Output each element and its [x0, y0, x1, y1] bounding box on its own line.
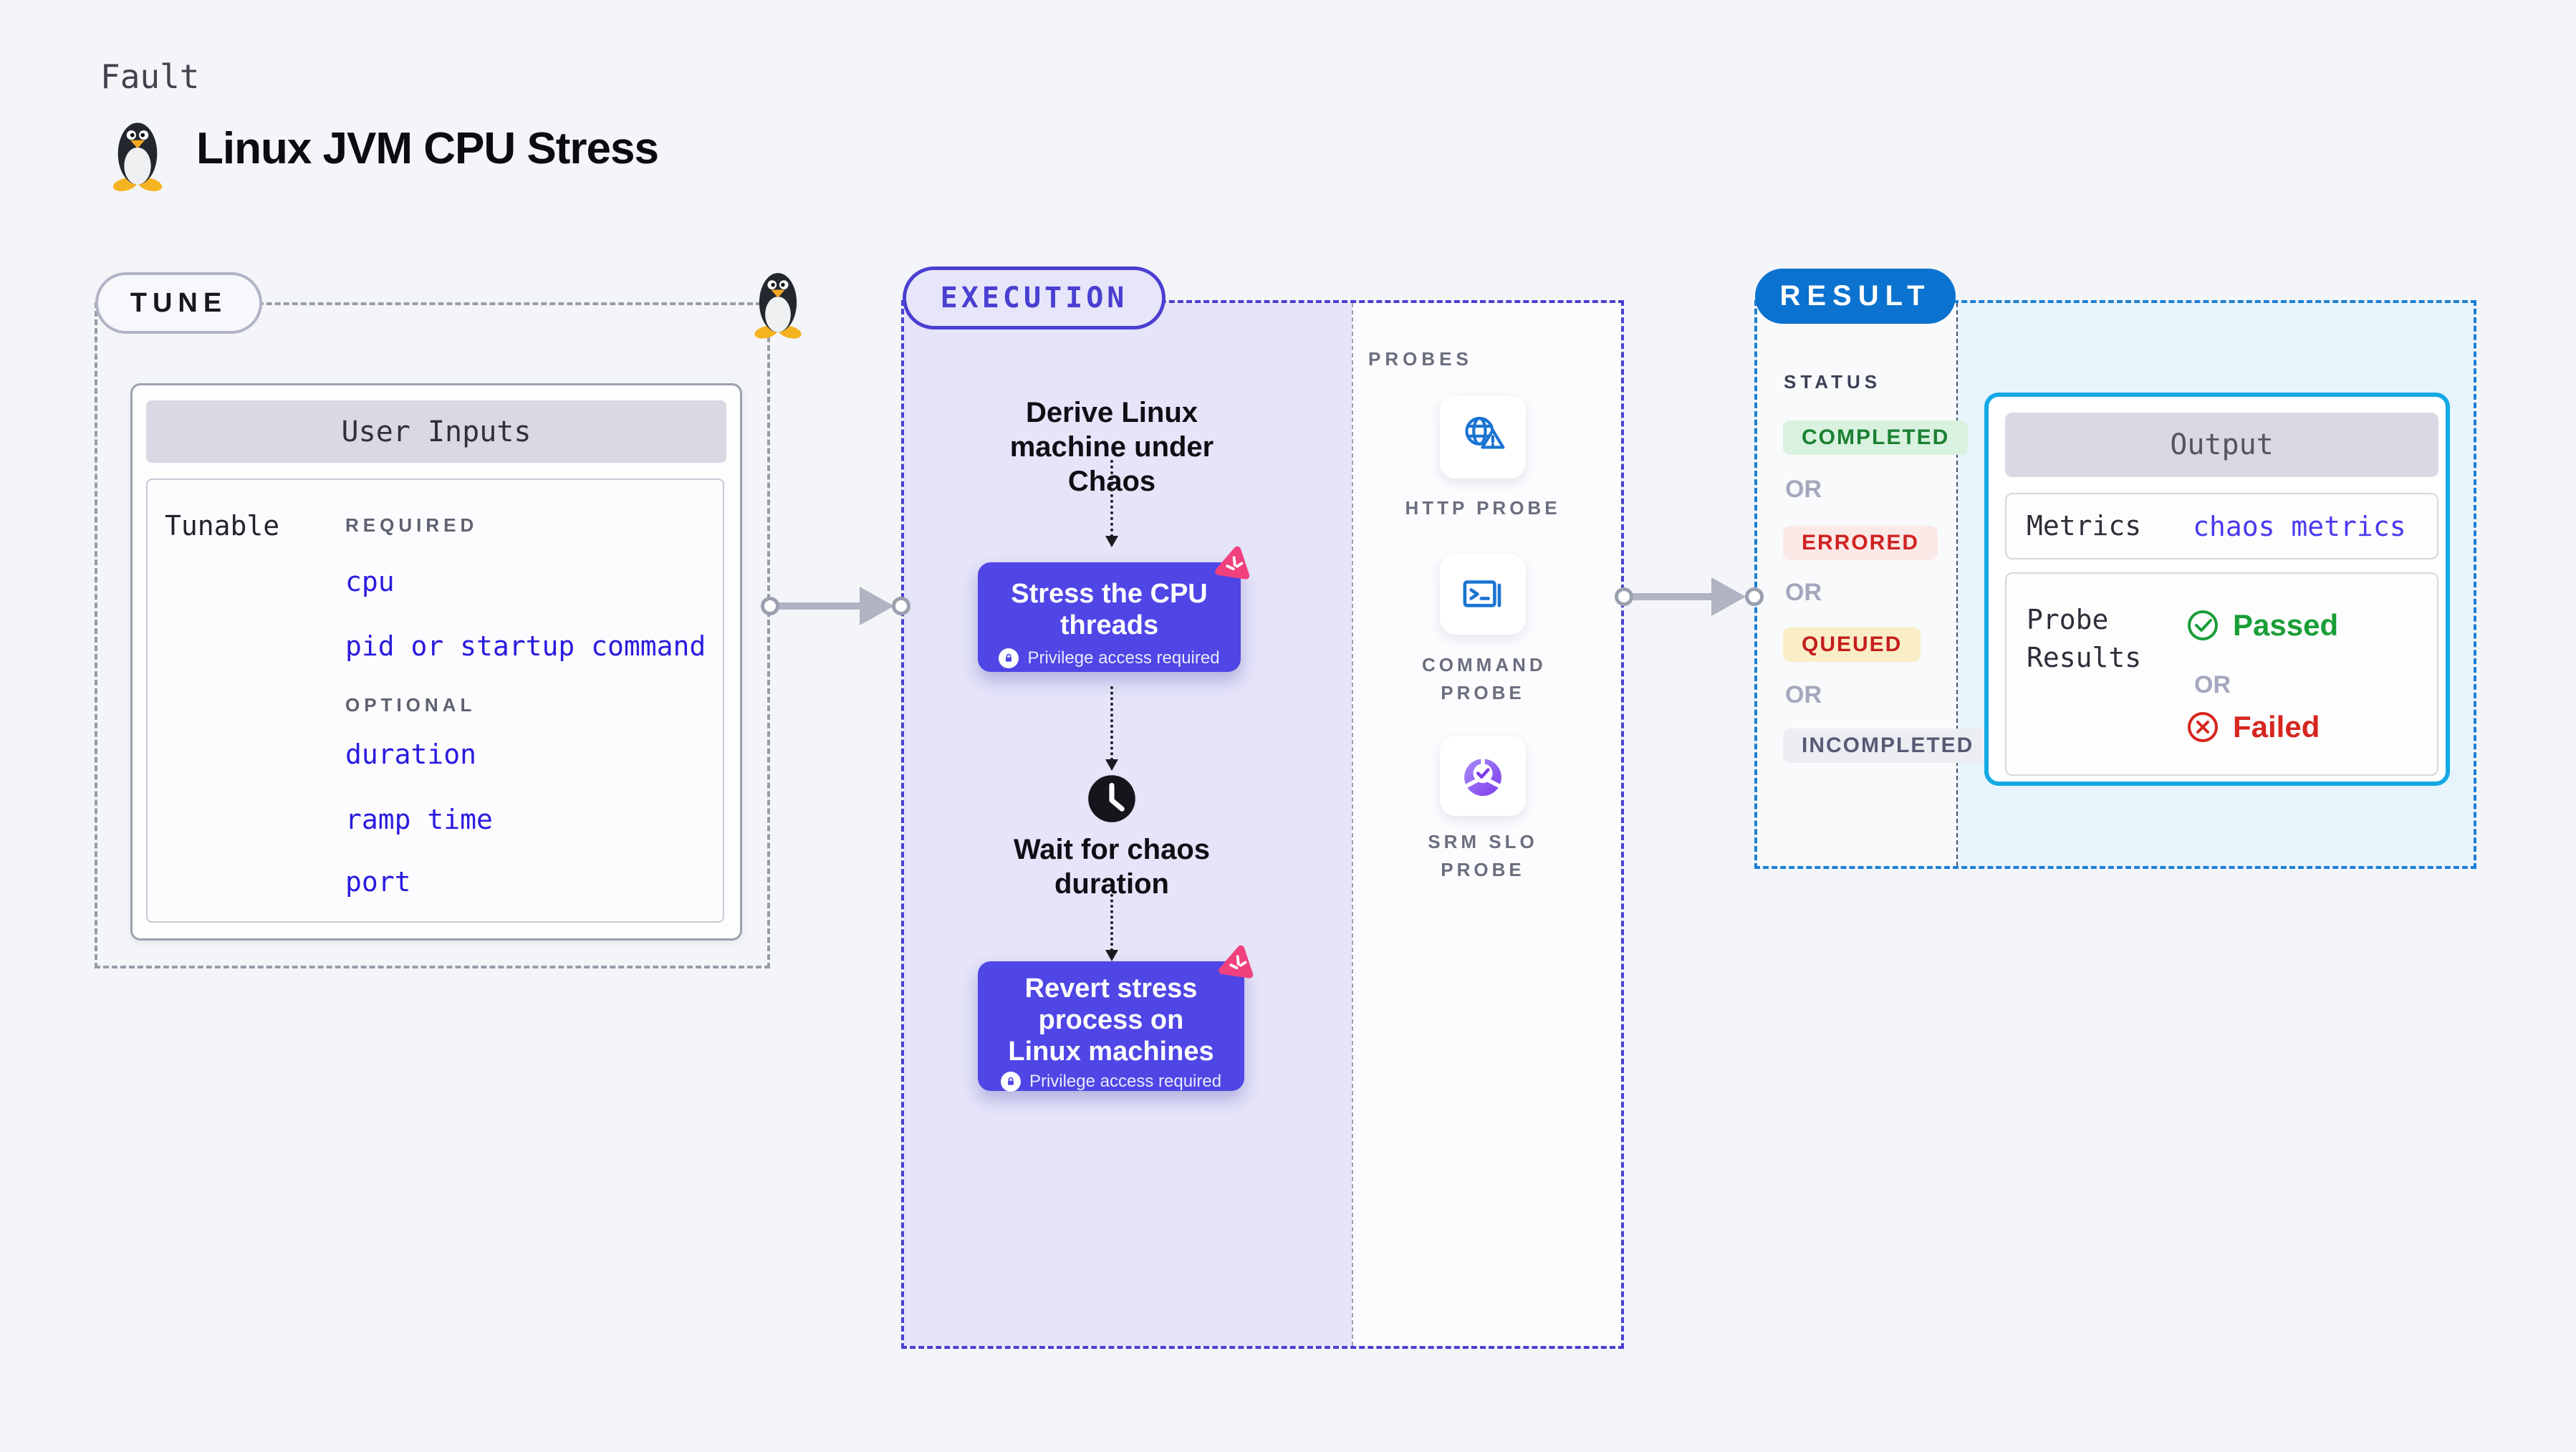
user-inputs-title: User Inputs [341, 415, 532, 448]
passed-text: Passed [2233, 608, 2339, 642]
stress-step-title: Stress the CPU threads [1011, 579, 1208, 641]
status-panel [1757, 303, 1956, 866]
or-separator: OR [1785, 476, 1822, 503]
clock-icon [1087, 774, 1137, 824]
arrow-right-icon [860, 587, 894, 625]
http-probe-label: HTTP PROBE [1405, 497, 1561, 519]
execution-section-pill: EXECUTION [903, 266, 1166, 330]
tunable-row-label: Tunable [165, 510, 280, 542]
metrics-value-link[interactable]: chaos metrics [2193, 510, 2406, 542]
tunable-item-ramp-time[interactable]: ramp time [345, 804, 493, 835]
execution-section-label: EXECUTION [940, 282, 1128, 314]
flow-arrow-down-icon [1105, 894, 1118, 961]
status-badge-errored: ERRORED [1783, 526, 1938, 560]
lock-icon [999, 648, 1019, 669]
probes-section-label: PROBES [1368, 348, 1473, 370]
probe-results-label: Probe Results [2027, 604, 2142, 674]
tunable-item-port[interactable]: port [345, 866, 411, 898]
command-probe-card[interactable] [1440, 554, 1526, 635]
lock-icon [1000, 1072, 1021, 1092]
tunable-item-duration[interactable]: duration [345, 739, 477, 770]
tune-section-label: TUNE [130, 287, 228, 318]
execution-flow-panel [904, 303, 1352, 1346]
linux-penguin-icon [105, 113, 170, 192]
command-probe-label: COMMAND PROBE [1422, 654, 1547, 703]
tunable-item-cpu[interactable]: cpu [345, 566, 395, 597]
output-title: Output [2170, 428, 2274, 461]
privilege-access-text: Privilege access required [1027, 648, 1220, 668]
privilege-access-text: Privilege access required [1029, 1072, 1222, 1092]
check-circle-icon [2188, 610, 2218, 640]
probe-result-passed: Passed [2186, 608, 2338, 643]
output-card: Output Metrics chaos metrics Probe Resul… [1984, 393, 2450, 786]
status-badge-queued: QUEUED [1783, 628, 1921, 662]
output-card-header: Output [2005, 413, 2438, 477]
connector-dot [892, 597, 910, 615]
stress-cpu-action-button[interactable]: Stress the CPU threads Privilege access … [978, 546, 1250, 672]
or-separator: OR [1785, 681, 1822, 708]
flow-arrow-down-icon [1105, 460, 1118, 547]
linux-penguin-corner-icon [746, 264, 809, 340]
connector-dot [1745, 587, 1764, 606]
probe-result-failed: Failed [2186, 710, 2320, 744]
revert-step-title: Revert stress process on Linux machines [1008, 973, 1214, 1067]
connector-dot [761, 597, 779, 615]
probe-results-row: Probe Results Passed OR Failed [2005, 572, 2438, 776]
flow-arrow-down-icon [1105, 686, 1118, 771]
metrics-label: Metrics [2027, 509, 2142, 542]
or-separator: OR [2194, 671, 2231, 698]
srm-slo-probe-card[interactable] [1440, 736, 1526, 816]
x-circle-icon [2188, 712, 2218, 742]
status-badge-incompleted: INCOMPLETED [1783, 729, 1993, 763]
tune-section-pill: TUNE [95, 272, 262, 334]
slo-donut-check-icon [1463, 757, 1503, 797]
srm-slo-probe-label: SRM SLO PROBE [1428, 831, 1538, 880]
required-group-label: REQUIRED [345, 514, 479, 536]
http-probe-card[interactable] [1440, 395, 1526, 479]
tune-section-box [95, 302, 770, 968]
status-badge-completed: COMPLETED [1783, 420, 1969, 455]
user-inputs-card: User Inputs Tunable REQUIRED cpu pid or … [130, 383, 742, 941]
wait-step-text: Wait for chaos duration [1013, 834, 1211, 900]
user-inputs-header: User Inputs [146, 400, 726, 463]
or-separator: OR [1785, 579, 1822, 606]
tunable-item-pid-or-startup-command[interactable]: pid or startup command [345, 630, 706, 662]
failed-text: Failed [2233, 710, 2320, 744]
chaos-fault-icon [1213, 544, 1252, 586]
revert-stress-action-button[interactable]: Revert stress process on Linux machines … [978, 945, 1254, 1092]
optional-group-label: OPTIONAL [345, 694, 476, 716]
metrics-row: Metrics chaos metrics [2005, 493, 2438, 559]
result-section-pill: RESULT [1755, 269, 1956, 324]
terminal-icon [1463, 580, 1501, 607]
user-inputs-table: Tunable REQUIRED cpu pid or startup comm… [146, 479, 724, 923]
chaos-fault-icon [1217, 943, 1256, 985]
fault-eyebrow-label: Fault [100, 57, 200, 96]
status-column-label: STATUS [1784, 371, 1882, 393]
connector-dot [1615, 587, 1633, 606]
globe-warning-icon [1465, 416, 1505, 449]
page-title: Linux JVM CPU Stress [196, 124, 659, 173]
arrow-right-icon [1711, 577, 1746, 616]
result-section-label: RESULT [1779, 280, 1931, 312]
